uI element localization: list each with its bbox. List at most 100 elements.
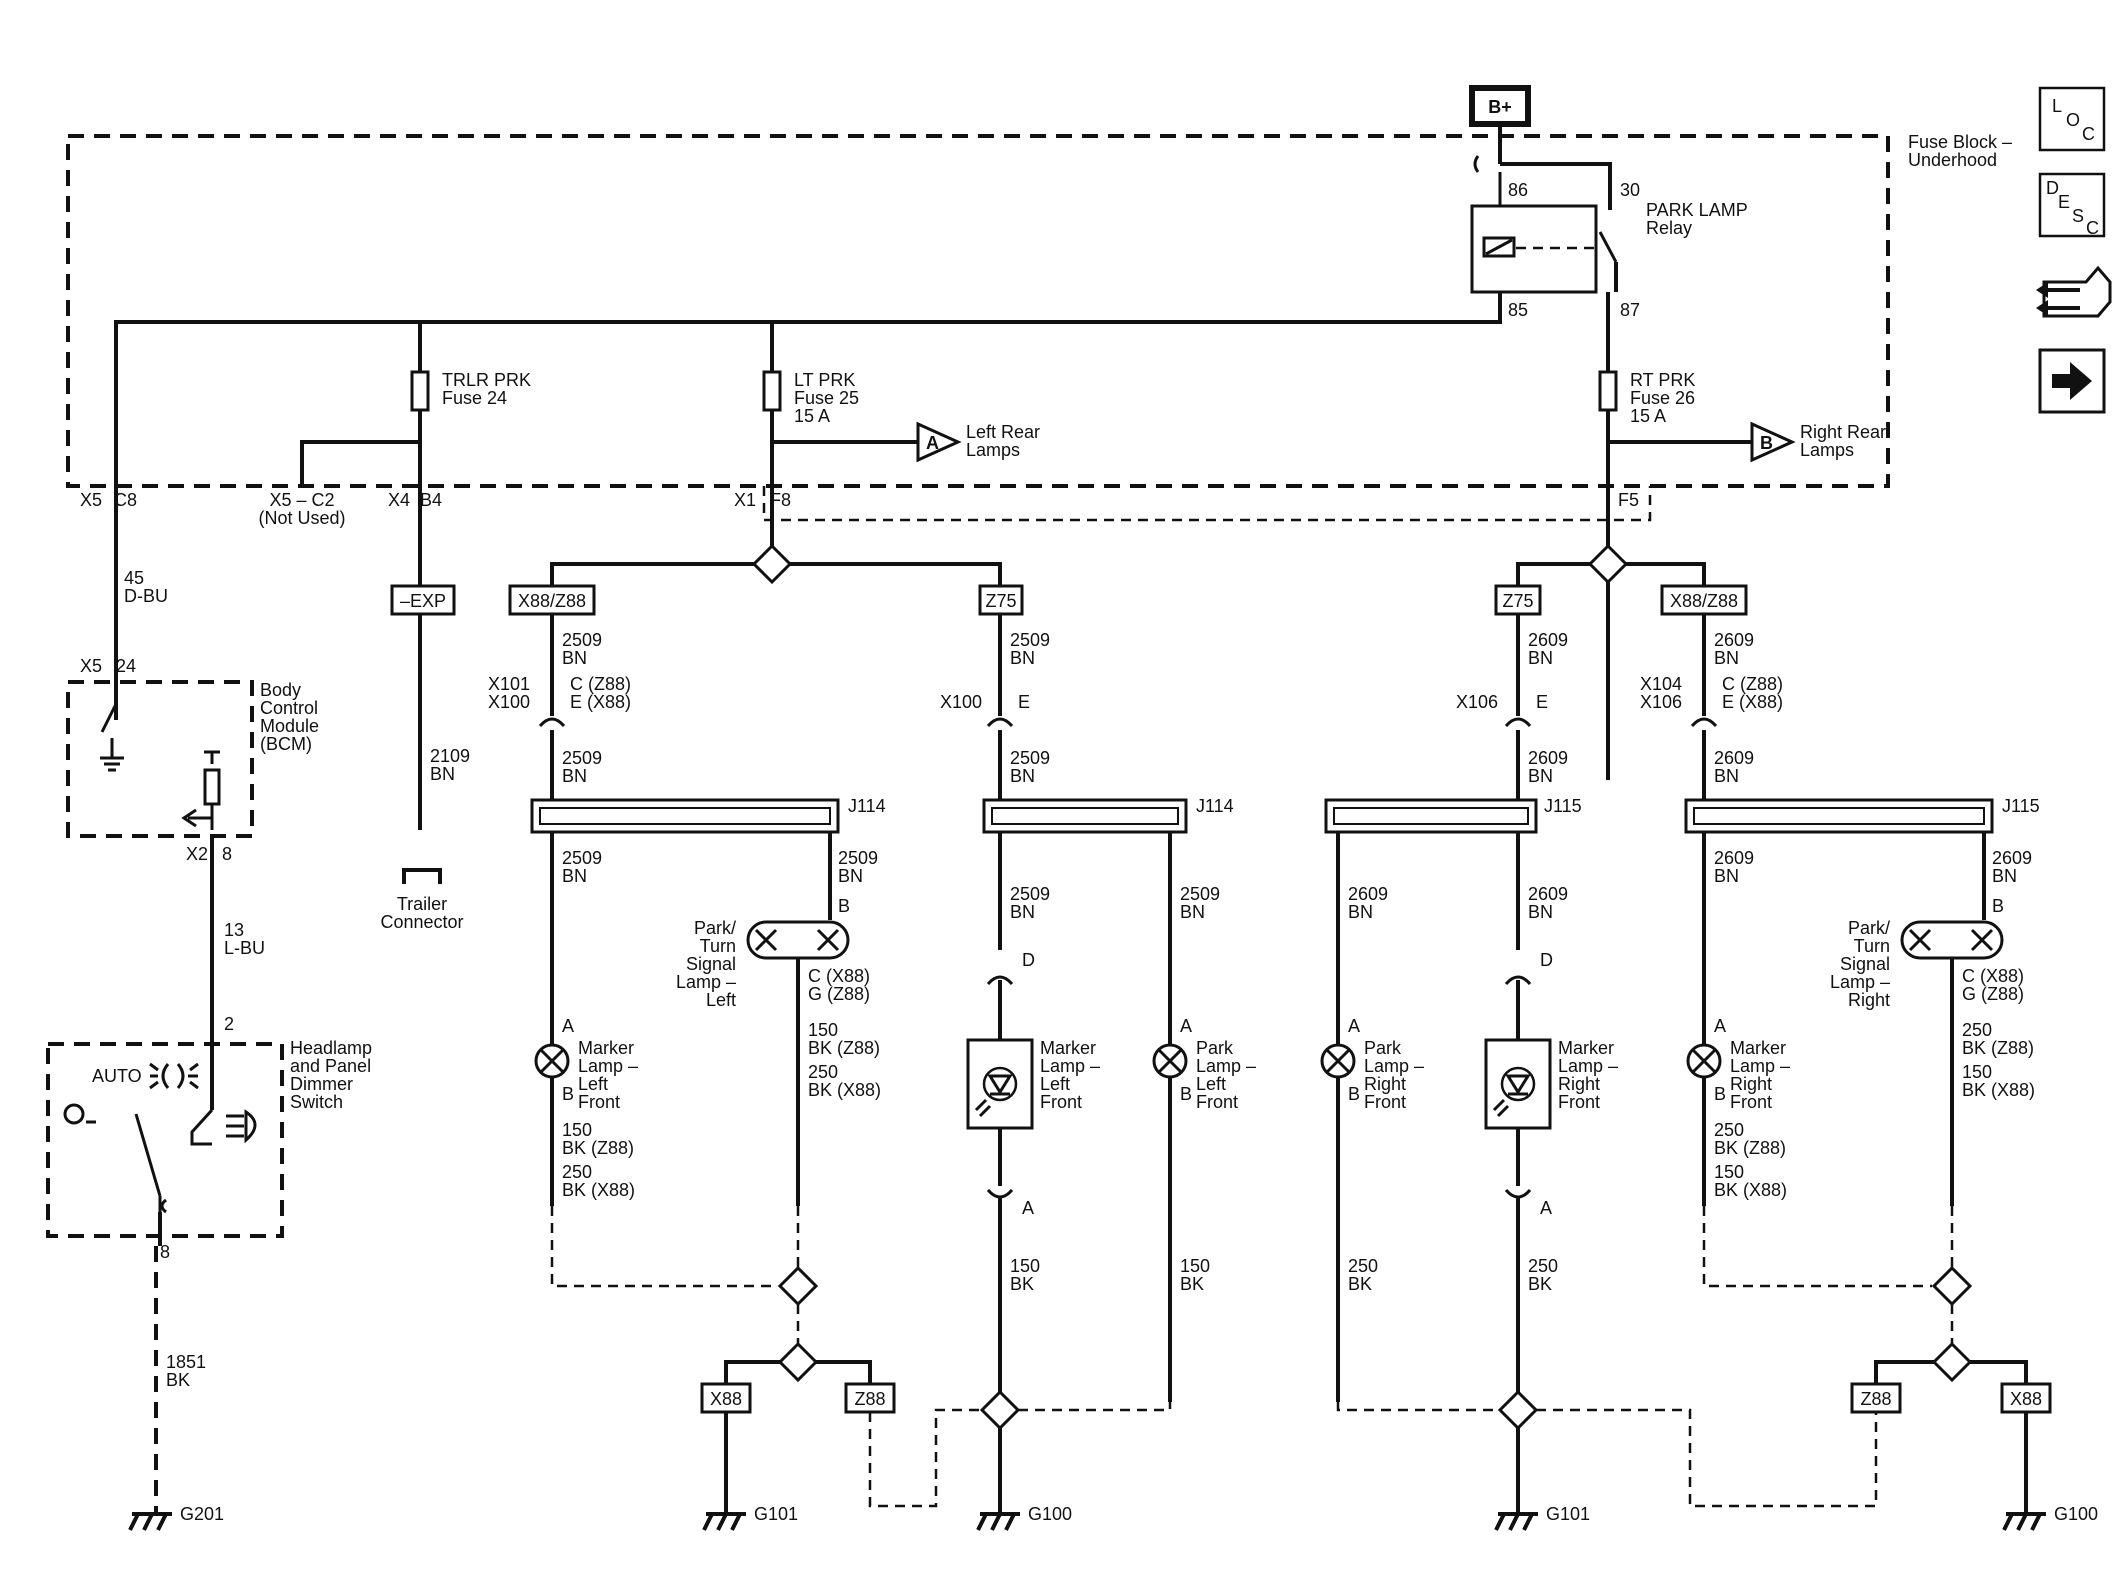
desc-button[interactable]: D E S C: [2038, 172, 2106, 238]
option-tag-x88z88-left: [508, 584, 596, 616]
trlr-prk-fuse: [410, 370, 430, 412]
option-tag-x88z88-right-label: X88/Z88: [1670, 591, 1738, 611]
svg-text:L: L: [2052, 96, 2062, 116]
splice-pack-j114-left: [530, 798, 840, 834]
park-turn-lf-pin-b: B: [838, 896, 850, 916]
inline-x100: X100: [940, 692, 982, 712]
offpage-a-arrow: [916, 421, 962, 463]
splice-j115-left-label: J115: [1544, 796, 1582, 816]
option-tag-z88-left-label: Z88: [854, 1389, 885, 1409]
option-tag-z75-left-label: Z75: [985, 591, 1016, 611]
splice-left-top: [751, 543, 793, 585]
inline-e-right: E: [1536, 692, 1548, 712]
option-tag-x88-right-label: X88: [2010, 1389, 2042, 1409]
rt-prk-fuse: [1598, 370, 1618, 412]
svg-text:D: D: [2046, 178, 2059, 198]
splice-pack-j115-left: [1324, 798, 1538, 834]
offpage-a-letter: A: [926, 433, 939, 453]
svg-text:S: S: [2072, 206, 2084, 226]
splice-j114-left-label: J114: [848, 796, 886, 816]
marker-lf-pin-a: A: [562, 1016, 574, 1036]
option-tag-exp: [390, 584, 456, 616]
relay-pin-87: 87: [1620, 300, 1640, 320]
ground-g100-right-icon: [2002, 1512, 2046, 1531]
marker-rf-led-pin-d: D: [1540, 950, 1553, 970]
loc-button[interactable]: L O C: [2038, 86, 2106, 152]
option-tag-x88-left: [700, 1382, 752, 1414]
offpage-b-letter: B: [1760, 433, 1773, 453]
ground-g101-left-icon: [702, 1512, 746, 1531]
marker-rf-led-pin-a: A: [1540, 1198, 1552, 1218]
connector-x5-c2: X5 – C2(Not Used): [258, 490, 345, 528]
inline-cz88-ex88-left: C (Z88)E (X88): [570, 674, 631, 712]
splice-right-top: [1587, 543, 1629, 585]
park-turn-lamp-left-icon: [746, 920, 850, 960]
park-lf-pin-a: A: [1180, 1016, 1192, 1036]
headlamp-dimmer-switch: [46, 1042, 284, 1238]
svg-text:C: C: [2082, 124, 2095, 144]
arrow-right-icon[interactable]: [2038, 348, 2106, 414]
fuse-block-label: Fuse Block –Underhood: [1908, 132, 2012, 170]
splice-left-ground-1: [777, 1265, 819, 1307]
relay-pin-86: 86: [1508, 180, 1528, 200]
off-position-icon: [63, 1103, 85, 1125]
connector-f5: F5: [1618, 490, 1639, 510]
park-lf-pin-b: B: [1180, 1084, 1192, 1104]
ground-g201-icon: [128, 1512, 172, 1531]
option-tag-z88-right: [1850, 1382, 1902, 1414]
park-turn-lf-pins: C (X88)G (Z88): [808, 966, 870, 1004]
marker-rf-pin-a: A: [1714, 1016, 1726, 1036]
splice-g100-left: [979, 1389, 1021, 1431]
bcm-resistor-icon: [203, 768, 221, 806]
inline-x106: X106: [1456, 692, 1498, 712]
park-turn-rf-pins: C (X88)G (Z88): [1962, 966, 2024, 1004]
svg-text:C: C: [2086, 218, 2099, 238]
svg-text:E: E: [2058, 192, 2070, 212]
svg-text:O: O: [2066, 110, 2080, 130]
marker-lf-pin-b: B: [562, 1084, 574, 1104]
inline-cz88-ex88-right: C (Z88)E (X88): [1722, 674, 1783, 712]
splice-right-ground-1: [1931, 1265, 1973, 1307]
connector-icon[interactable]: [2036, 265, 2112, 318]
relay-pin-30: 30: [1620, 180, 1640, 200]
option-tag-exp-label: –EXP: [400, 591, 446, 611]
splice-j114-right-label: J114: [1196, 796, 1234, 816]
splice-g101-right: [1497, 1389, 1539, 1431]
battery-positive-label: B+: [1488, 97, 1512, 117]
lt-prk-fuse: [762, 370, 782, 412]
parking-lamp-icon: [149, 1062, 199, 1090]
option-tag-z75-right-label: Z75: [1502, 591, 1533, 611]
ground-g100-left-label: G100: [1028, 1504, 1072, 1524]
